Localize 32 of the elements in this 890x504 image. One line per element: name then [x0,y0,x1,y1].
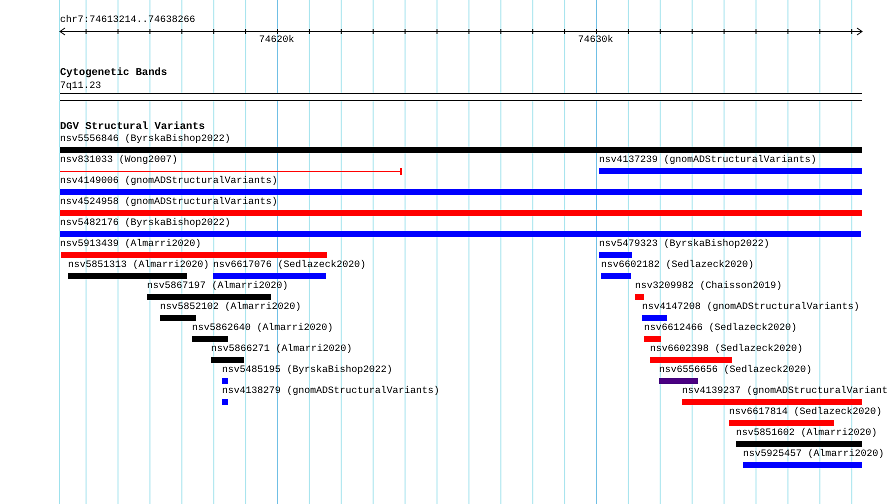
feature-label: nsv6612466 (Sedlazeck2020) [644,322,797,334]
feature-label: nsv6602398 (Sedlazeck2020) [650,343,803,355]
feature-label: nsv5862640 (Almarri2020) [192,322,334,334]
track-title: Cytogenetic Bands [60,67,168,79]
band-label: 7q11.23 [60,80,102,92]
feature-label: nsv5479323 (ByrskaBishop2022) [599,238,770,250]
feature-label: nsv6602182 (Sedlazeck2020) [601,259,754,271]
feature-label: nsv5852102 (Almarri2020) [160,301,302,313]
feature-label: nsv5482176 (ByrskaBishop2022) [60,217,230,229]
feature-label: nsv4147208 (gnomADStructuralVariants) [642,301,860,313]
feature-label: nsv6617814 (Sedlazeck2020) [729,406,882,418]
axis-tick-label: 74620k [259,34,294,46]
feature-label: nsv3209982 (Chaisson2019) [635,280,782,292]
feature-label: nsv5485195 (ByrskaBishop2022) [222,364,392,376]
feature-label: nsv6617076 (Sedlazeck2020) [213,259,366,271]
feature-label: nsv4138279 (gnomADStructuralVariants) [222,385,440,397]
coordinate-range: chr7:74613214..74638266 [60,14,196,26]
track-title: DGV Structural Variants [60,121,205,133]
feature-label: nsv4524958 (gnomADStructuralVariants) [60,196,278,208]
feature-label: nsv6556656 (Sedlazeck2020) [659,364,812,376]
feature-label: nsv5851313 (Almarri2020) [68,259,210,271]
axis-tick-label: 74630k [578,34,614,46]
feature-label: nsv5867197 (Almarri2020) [147,280,288,292]
feature-label: nsv4137239 (gnomADStructuralVariants) [599,154,817,166]
feature-label: nsv831033 (Wong2007) [60,154,178,166]
feature-label: nsv5866271 (Almarri2020) [211,343,352,355]
feature-label: nsv4149006 (gnomADStructuralVariants) [60,175,278,187]
feature-label: nsv5925457 (Almarri2020) [743,448,884,460]
feature-label: nsv5851602 (Almarri2020) [736,427,878,439]
feature-label: nsv5556846 (ByrskaBishop2022) [60,133,230,145]
feature-label: nsv4139237 (gnomADStructuralVariant [682,385,888,397]
feature-label: nsv5913439 (Almarri2020) [60,238,202,250]
